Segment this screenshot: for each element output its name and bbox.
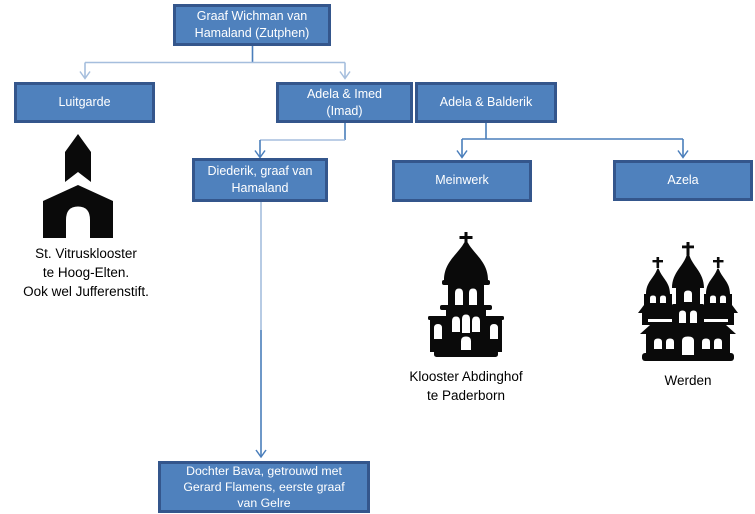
- node-graaf-wichman: Graaf Wichman van Hamaland (Zutphen): [173, 4, 331, 46]
- node-adela-balderik: Adela & Balderik: [415, 82, 557, 123]
- church-icon: [43, 134, 113, 238]
- caption-klooster-abdinghof: Klooster Abdinghof te Paderborn: [409, 369, 523, 404]
- triple-domed-abbey-icon: [638, 242, 738, 361]
- node-azela: Azela: [613, 160, 753, 201]
- node-diederik: Diederik, graaf van Hamaland: [192, 158, 328, 202]
- domed-monastery-icon: [428, 232, 504, 357]
- arrowhead-diederik: [254, 150, 266, 159]
- node-adela-imed: Adela & Imed (Imad): [276, 82, 413, 123]
- node-dochter-bava: Dochter Bava, getrouwd met Gerard Flamen…: [158, 461, 370, 513]
- arrowhead-azela: [677, 150, 689, 159]
- node-meinwerk: Meinwerk: [392, 160, 532, 202]
- node-luitgarde: Luitgarde: [14, 82, 155, 123]
- arrowhead-bava: [255, 449, 267, 459]
- arrowhead-adela-imed: [339, 71, 351, 80]
- caption-werden: Werden: [664, 373, 712, 388]
- caption-st-vitrusklooster: St. Vitrusklooster te Hoog-Elten. Ook we…: [23, 246, 149, 300]
- arrowhead-meinwerk: [456, 150, 468, 159]
- arrowhead-luitgarde: [79, 71, 91, 80]
